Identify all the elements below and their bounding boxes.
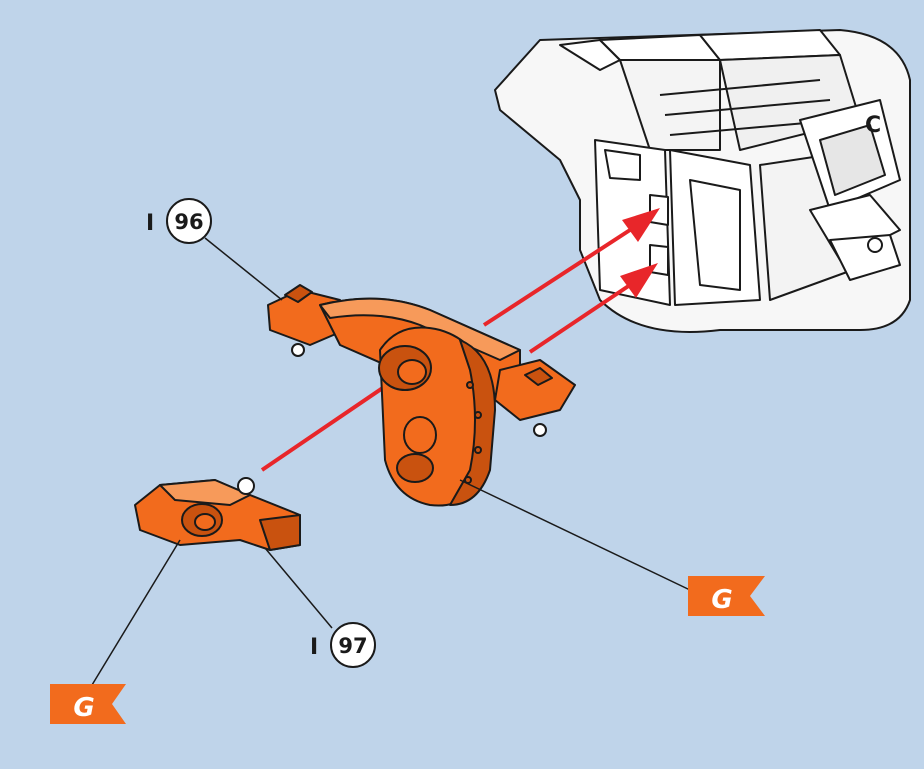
leader-lines (91, 237, 691, 686)
flag-g-right: G (688, 576, 765, 616)
callout-97-prefix: I (310, 635, 318, 660)
flag-g-left-letter: G (73, 693, 94, 723)
arrow-lower (528, 263, 658, 354)
callout-96: I 96 (146, 198, 212, 244)
flag-g-left: G (50, 684, 126, 724)
engine-block (494, 29, 911, 333)
callout-96-prefix: I (146, 211, 154, 236)
callout-97-number: 97 (338, 634, 367, 658)
engine-fragment-text: C (865, 113, 881, 138)
part-97-rocker (134, 477, 301, 551)
leader-96 (204, 237, 283, 301)
flag-g-right-letter: G (711, 585, 732, 615)
leader-flag-left (91, 539, 181, 686)
arrow-upper (482, 208, 660, 327)
part-96-bracket (267, 284, 576, 507)
callout-96-number: 96 (174, 210, 203, 234)
leader-flag-right (459, 479, 691, 591)
leader-97 (264, 547, 333, 629)
callout-97: I 97 (310, 622, 376, 668)
